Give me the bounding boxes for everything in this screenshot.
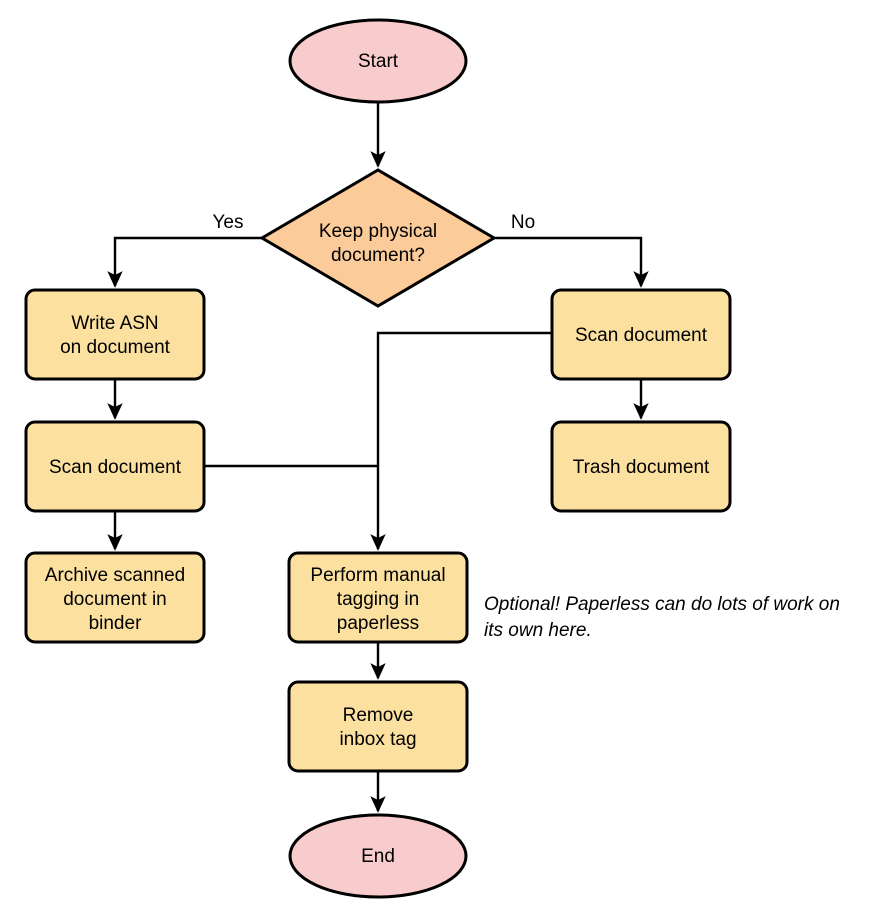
edge-decision-no-to-scan-right	[494, 236, 649, 288]
annotation-line-1: Optional! Paperless can do lots of work …	[484, 594, 840, 615]
node-write-asn-label-line1: Write ASN	[71, 313, 158, 334]
node-trash-document-shape[interactable]	[550, 420, 732, 513]
node-start-label: Start	[358, 51, 399, 72]
node-end-label: End	[361, 846, 395, 867]
node-scan-document-right[interactable]: Scan document	[550, 288, 732, 381]
node-write-asn-shape[interactable]	[24, 288, 206, 381]
node-end-shape[interactable]	[288, 813, 468, 899]
node-scan-document-left-shape[interactable]	[24, 420, 206, 513]
edge-labels-layer: Yes No	[213, 212, 536, 233]
node-remove-inbox-tag-label-line1: Remove	[343, 705, 414, 726]
edge-scan-right-to-manual-tagging	[370, 331, 552, 551]
node-trash-document-label: Trash document	[573, 457, 710, 478]
node-scan-document-right-label: Scan document	[575, 325, 708, 346]
node-decision-shape[interactable]	[259, 168, 497, 308]
node-archive-in-binder-label-line1: Archive scanned	[45, 565, 185, 586]
nodes-layer: Start Keep physical document? Write ASN …	[24, 18, 732, 899]
edge-decision-yes-to-write-asn	[107, 236, 262, 288]
node-trash-document[interactable]: Trash document	[550, 420, 732, 513]
node-start-shape[interactable]	[288, 18, 468, 104]
node-end[interactable]: End	[288, 813, 468, 899]
node-remove-inbox-tag-shape[interactable]	[287, 680, 469, 773]
node-manual-tagging[interactable]: Perform manual tagging in paperless	[287, 551, 469, 644]
node-scan-document-left-label: Scan document	[49, 457, 182, 478]
node-decision-keep-physical[interactable]: Keep physical document?	[259, 168, 497, 308]
node-decision-label-line2: document?	[331, 245, 425, 266]
node-scan-document-left[interactable]: Scan document	[24, 420, 206, 513]
edge-label-no: No	[511, 212, 535, 233]
edge-label-yes: Yes	[213, 212, 244, 233]
node-archive-in-binder[interactable]: Archive scanned document in binder	[24, 551, 206, 644]
node-decision-label-line1: Keep physical	[319, 221, 437, 242]
node-archive-in-binder-label-line3: binder	[89, 613, 142, 634]
node-archive-in-binder-label-line2: document in	[63, 589, 167, 610]
node-remove-inbox-tag[interactable]: Remove inbox tag	[287, 680, 469, 773]
node-manual-tagging-label-line2: tagging in	[337, 589, 419, 610]
node-manual-tagging-label-line3: paperless	[337, 613, 419, 634]
node-start[interactable]: Start	[288, 18, 468, 104]
node-remove-inbox-tag-label-line2: inbox tag	[339, 729, 416, 750]
annotation-optional-note: Optional! Paperless can do lots of work …	[484, 594, 840, 641]
node-scan-document-right-shape[interactable]	[550, 288, 732, 381]
node-write-asn[interactable]: Write ASN on document	[24, 288, 206, 381]
node-archive-in-binder-shape[interactable]	[24, 551, 206, 644]
annotation-line-2: its own here.	[484, 620, 592, 641]
edges-layer	[107, 102, 649, 813]
node-manual-tagging-shape[interactable]	[287, 551, 469, 644]
node-write-asn-label-line2: on document	[60, 337, 171, 358]
node-manual-tagging-label-line1: Perform manual	[310, 565, 445, 586]
